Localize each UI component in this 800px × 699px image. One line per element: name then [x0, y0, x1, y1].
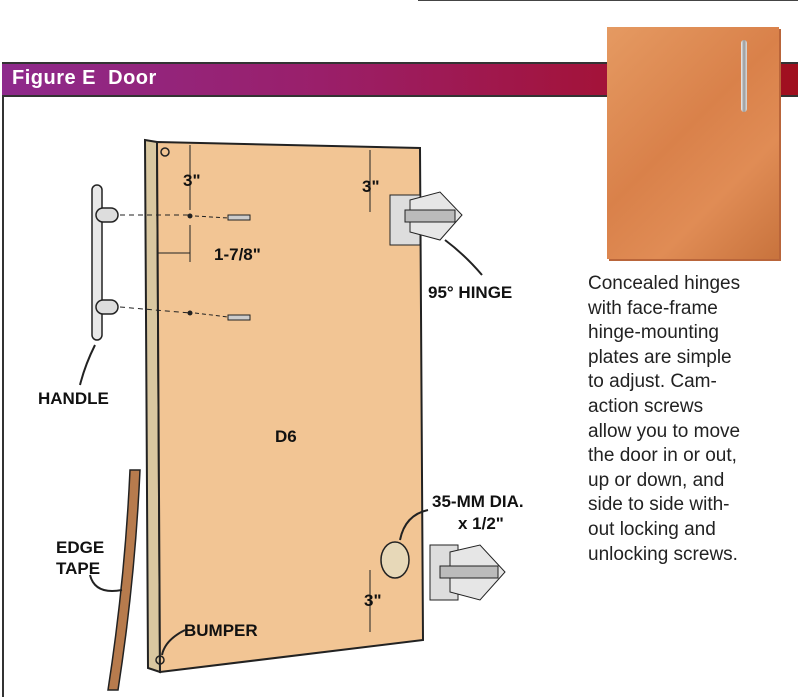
- caption-line: hinge-mounting: [588, 322, 719, 344]
- leader-arrow: [89, 574, 123, 592]
- bumper-label: BUMPER: [184, 621, 258, 640]
- figure-name: Door: [108, 67, 157, 89]
- screw-hole: [187, 310, 193, 316]
- caption-line: plates are simple: [588, 346, 732, 368]
- caption-line: side to side with-: [588, 494, 730, 516]
- handle-label: HANDLE: [38, 389, 109, 408]
- edge-tape-line1: EDGE: [56, 538, 104, 557]
- edge-tape: [107, 469, 141, 691]
- hinge-bottom: [429, 544, 506, 601]
- caption-line: action screws: [588, 395, 704, 417]
- screw-top: [227, 214, 251, 221]
- screw-guide-line: [194, 215, 229, 219]
- dim-edge-offset: 1-7/8": [214, 245, 261, 264]
- leader-arrow: [161, 629, 186, 656]
- bore-label-line2: x 1/2": [458, 514, 504, 533]
- part-label-d6: D6: [275, 427, 297, 446]
- caption-line: out locking and: [588, 518, 716, 540]
- handle-post-bottom: [95, 299, 119, 315]
- caption-line: up or down, and: [588, 469, 725, 491]
- edge-tape-line2: TAPE: [56, 559, 100, 578]
- figure-frame: [2, 62, 798, 697]
- bumper-top: [160, 147, 170, 157]
- dim-top-hinge: 3": [362, 177, 380, 196]
- figure-title: Figure E Door: [12, 67, 157, 90]
- handle-guide-line: [119, 306, 191, 314]
- screw-hole: [187, 213, 193, 219]
- dim-top-hole: 3": [183, 171, 201, 190]
- leader-arrow: [444, 239, 483, 276]
- hinge-label: 95° HINGE: [428, 283, 512, 302]
- hinge-top: [389, 191, 463, 246]
- dim-bottom-hinge: 3": [364, 591, 382, 610]
- screw-bottom: [227, 314, 251, 321]
- handle-post-top: [95, 207, 119, 223]
- cup-bore-hole: [380, 541, 410, 579]
- caption-line: unlocking screws.: [588, 543, 738, 565]
- door-pull-handle: [741, 40, 747, 112]
- leader-arrow: [79, 344, 96, 386]
- bore-label-line1: 35-MM DIA.: [432, 492, 524, 511]
- frame-top-line: [418, 0, 798, 1]
- caption-line: allow you to move: [588, 420, 741, 442]
- caption-line: with face-frame: [588, 297, 718, 319]
- caption-line: to adjust. Cam-: [588, 371, 717, 393]
- leader-arrow: [399, 509, 429, 541]
- caption-line: the door in or out,: [588, 445, 737, 467]
- caption-line: Concealed hinges: [588, 273, 741, 294]
- door-photo: [607, 27, 779, 259]
- screw-guide-line: [194, 312, 229, 318]
- door-panel: [155, 140, 425, 674]
- bumper-bottom: [155, 655, 165, 665]
- figure-label: Figure E: [12, 67, 97, 89]
- caption-text: Concealed hinges with face-frame hinge-m…: [588, 272, 796, 567]
